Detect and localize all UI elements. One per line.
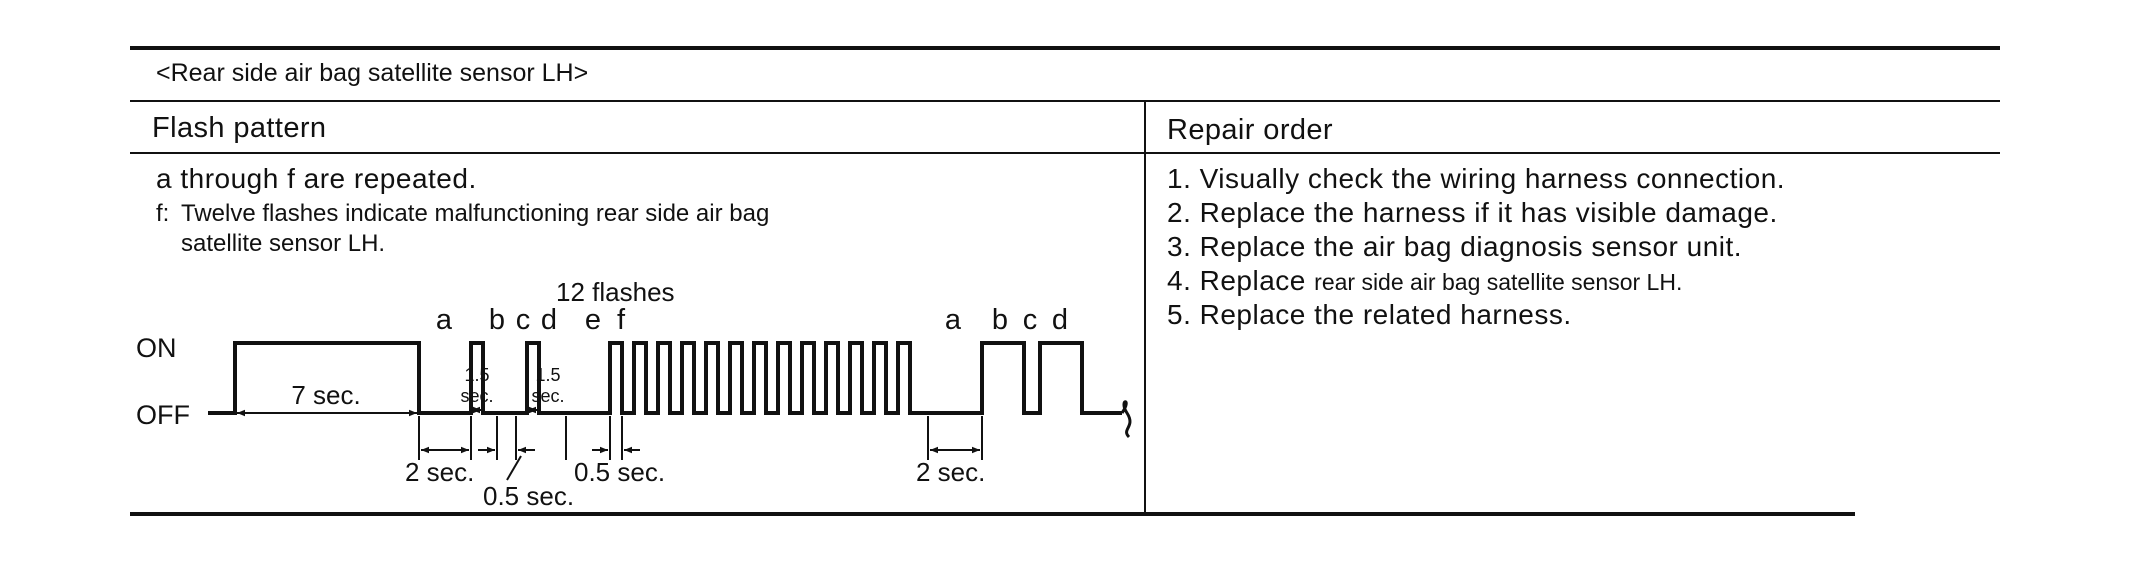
repair-step-2: 2. Replace the harness if it has visible…	[1167, 197, 1785, 231]
two-sec-first-label: 2 sec.	[405, 457, 474, 487]
flash-pattern-diagram: ON OFF a b c d e f a b c d 12 flashes 1.…	[136, 277, 1132, 511]
pulse-b-duration-value: 1.5	[464, 365, 489, 385]
seven-sec-label: 7 sec.	[291, 380, 360, 410]
extension-lines	[418, 416, 983, 460]
repair-order-list: 1. Visually check the wiring harness con…	[1167, 163, 1785, 333]
letter-d: d	[541, 304, 557, 336]
two-sec-second-label: 2 sec.	[916, 457, 985, 487]
repair-step-5: 5. Replace the related harness.	[1167, 299, 1785, 333]
letter-a: a	[436, 304, 453, 336]
column-divider	[1144, 100, 1146, 515]
f-note-prefix: f:	[156, 200, 170, 227]
off-label: OFF	[136, 400, 190, 430]
repair-step-text: Replace the related harness.	[1199, 299, 1572, 330]
letter-b: b	[992, 304, 1008, 336]
letter-b: b	[489, 304, 505, 336]
f-note-line2: satellite sensor LH.	[181, 230, 386, 257]
header-bottom-rule	[130, 100, 2000, 102]
pulse-d-duration-unit: sec.	[531, 386, 564, 406]
flash-pattern-heading: Flash pattern	[152, 112, 327, 144]
letter-c: c	[516, 304, 531, 336]
letter-d: d	[1052, 304, 1068, 336]
repair-step-text: Replace the harness if it has visible da…	[1199, 197, 1778, 228]
repair-step-number: 3.	[1167, 231, 1192, 262]
f-note-line1: Twelve flashes indicate malfunctioning r…	[181, 200, 770, 227]
table-top-rule	[130, 46, 2000, 50]
twelve-flashes-label: 12 flashes	[556, 277, 675, 307]
repair-step-text: Replace	[1199, 265, 1306, 296]
repair-order-heading: Repair order	[1167, 114, 1333, 146]
column-header-bottom-rule	[130, 152, 2000, 154]
repeat-note: a through f are repeated.	[156, 163, 477, 194]
repair-step-4: 4. Replace rear side air bag satellite s…	[1167, 265, 1785, 299]
letters-first-cycle: a b c d e f	[436, 304, 626, 336]
letter-e: e	[585, 304, 601, 336]
letter-c: c	[1023, 304, 1038, 336]
sensor-title: <Rear side air bag satellite sensor LH>	[156, 59, 589, 87]
repair-step-number: 5.	[1167, 299, 1192, 330]
repair-step-text: Replace the air bag diagnosis sensor uni…	[1199, 231, 1743, 262]
repair-step-number: 1.	[1167, 163, 1192, 194]
pulse-b-duration-unit: sec.	[460, 386, 493, 406]
repair-step-text-small: rear side air bag satellite sensor LH.	[1314, 269, 1683, 295]
repair-step-number: 2.	[1167, 197, 1192, 228]
repair-step-number: 4.	[1167, 265, 1192, 296]
letter-a: a	[945, 304, 962, 336]
letter-f: f	[617, 304, 626, 336]
half-sec-first-label: 0.5 sec.	[483, 481, 574, 511]
break-squiggle	[1120, 400, 1132, 439]
table-bottom-rule	[130, 512, 1855, 516]
on-label: ON	[136, 333, 177, 363]
repair-step-text: Visually check the wiring harness connec…	[1199, 163, 1786, 194]
repair-step-1: 1. Visually check the wiring harness con…	[1167, 163, 1785, 197]
half-sec-second-label: 0.5 sec.	[574, 457, 665, 487]
repair-step-3: 3. Replace the air bag diagnosis sensor …	[1167, 231, 1785, 265]
pulse-d-duration-value: 1.5	[535, 365, 560, 385]
half-sec-first-leader	[506, 455, 522, 481]
flash-waveform	[208, 341, 1122, 415]
letters-second-cycle: a b c d	[945, 304, 1068, 336]
